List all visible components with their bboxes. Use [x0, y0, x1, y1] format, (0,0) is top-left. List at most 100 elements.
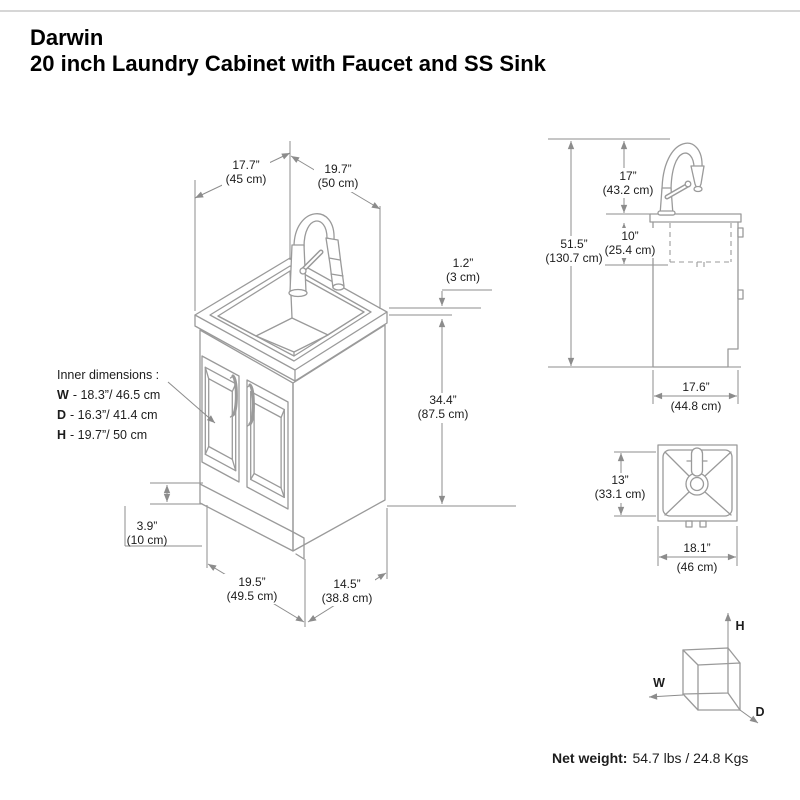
- sink-top-slope-lines: [664, 451, 732, 516]
- dim-counter-to-floor-cm: (87.5 cm): [418, 407, 469, 421]
- dim-sink-top-length-cm: (33.1 cm): [595, 487, 646, 501]
- sink-top-view-drawing: [614, 444, 738, 566]
- faucet-side-sprayer-tip: [693, 185, 703, 193]
- dim-total-height: 51.5” (130.7 cm): [545, 237, 602, 265]
- side-handle-bump-1: [737, 227, 744, 238]
- dim-faucet-height-cm: (43.2 cm): [603, 183, 654, 197]
- faucet-sprayer-tip: [332, 283, 345, 291]
- cube-front-face: [697, 662, 741, 711]
- inner-dimension-h: H- 19.7”/ 50 cm: [57, 428, 147, 442]
- cabinet-right-face: [292, 324, 386, 552]
- sink-basin-wall-edges: [217, 270, 365, 357]
- dim-width-top: 17.7” (45 cm): [226, 158, 267, 186]
- inner-dimension-d: D- 16.3”/ 41.4 cm: [57, 408, 158, 422]
- side-view-drawing: [548, 138, 744, 404]
- right-door-panel-outer: [250, 390, 285, 499]
- cabinet-isometric-drawing: [194, 257, 388, 560]
- dim-sink-top-length-in: 13”: [611, 473, 628, 487]
- dim-cabinet-depth-in: 17.6”: [682, 380, 709, 394]
- side-sink-hidden-outline: [669, 223, 732, 270]
- sink-top-faucet-stub: [690, 447, 704, 477]
- right-door-panel-inner: [253, 402, 282, 489]
- dim-total-height-cm: (130.7 cm): [545, 251, 602, 265]
- side-countertop: [649, 213, 742, 223]
- right-door-handle-feet: [246, 384, 251, 427]
- product-name: Darwin: [30, 25, 103, 50]
- faucet-side-base: [657, 210, 676, 216]
- dim-sink-top-length: 13” (33.1 cm): [595, 473, 646, 501]
- left-door-handle: [231, 374, 238, 417]
- dim-faucet-height-in: 17”: [619, 169, 636, 183]
- dim-sink-depth: 10” (25.4 cm): [605, 229, 656, 257]
- dim-counter-to-floor-in: 34.4”: [429, 393, 456, 407]
- left-door-panel-bevels: [204, 366, 237, 472]
- faucet-lever-knob: [299, 267, 307, 275]
- dim-cabinet-depth: 17.6” (44.8 cm): [671, 380, 722, 413]
- sink-top-outer: [657, 444, 738, 522]
- front-view-extension-lines: [124, 141, 516, 627]
- dim-bottom-width-cm: (49.5 cm): [227, 589, 278, 603]
- inner-dimensions-heading: Inner dimensions :: [57, 368, 159, 382]
- dim-depth-top-cm: (50 cm): [318, 176, 359, 190]
- label-knockouts: [222, 157, 658, 606]
- dim-cabinet-depth-cm: (44.8 cm): [671, 399, 722, 413]
- axis-h-label: H: [735, 619, 744, 633]
- cube-connectors: [682, 647, 741, 711]
- side-cabinet-body: [652, 221, 739, 368]
- sink-rim-outer: [209, 265, 372, 362]
- faucet-side-view: [657, 142, 705, 216]
- axis-d-label: D: [755, 705, 764, 719]
- dim-total-height-in: 51.5”: [560, 237, 587, 251]
- dim-sink-top-width-cm: (46 cm): [677, 560, 718, 574]
- right-door-handle: [248, 383, 255, 426]
- dim-width-top-cm: (45 cm): [226, 172, 267, 186]
- page-title: Darwin 20 inch Laundry Cabinet with Fauc…: [30, 25, 547, 76]
- dim-bottom-depth-cm: (38.8 cm): [322, 591, 373, 605]
- side-handle-bump-2: [737, 289, 744, 300]
- dim-bottom-depth-in: 14.5”: [333, 577, 360, 591]
- dim-depth-top-in: 19.7”: [324, 162, 351, 176]
- inner-dimensions-block: Inner dimensions : W- 18.3”/ 46.5 cm D- …: [57, 368, 160, 442]
- product-description: 20 inch Laundry Cabinet with Faucet and …: [30, 51, 547, 76]
- net-weight-label: Net weight:: [552, 750, 627, 766]
- left-door-frame: [201, 355, 240, 483]
- sink-top-clip-1: [685, 520, 693, 528]
- dim-counter-thickness: 1.2” (3 cm): [446, 256, 480, 284]
- dimension-lines: [163, 141, 737, 623]
- dimension-labels: 17.7” (45 cm) 19.7” (50 cm) 1.2” (3 cm) …: [127, 158, 722, 605]
- inner-dimensions-leader: [167, 381, 216, 424]
- net-weight: Net weight: 54.7 lbs / 24.8 Kgs: [552, 750, 748, 766]
- orientation-axis-cube: H W D: [648, 613, 765, 724]
- dim-width-top-in: 17.7”: [232, 158, 259, 172]
- sink-drain-inner: [689, 476, 705, 492]
- axis-w-arrow: [648, 693, 684, 700]
- axis-d-arrow: [739, 709, 759, 724]
- dim-faucet-height: 17” (43.2 cm): [603, 169, 654, 197]
- faucet-sprayer-head: [325, 237, 345, 289]
- dim-toe-kick: 3.9” (10 cm): [127, 519, 168, 547]
- dim-toe-kick-cm: (10 cm): [127, 533, 168, 547]
- dim-bottom-width: 19.5” (49.5 cm): [227, 575, 278, 603]
- dim-depth-top: 19.7” (50 cm): [318, 162, 359, 190]
- toe-kick-notch: [292, 531, 305, 560]
- dim-sink-depth-cm: (25.4 cm): [605, 243, 656, 257]
- axis-w-label: W: [653, 676, 665, 690]
- left-door-panel-inner: [208, 378, 233, 460]
- net-weight-value: 54.7 lbs / 24.8 Kgs: [632, 750, 748, 766]
- dim-toe-kick-in: 3.9”: [137, 519, 158, 533]
- toe-kick-line: [199, 483, 294, 533]
- faucet-side-lever-knob: [684, 180, 692, 188]
- right-door-frame: [246, 379, 289, 510]
- dim-counter-to-floor: 34.4” (87.5 cm): [418, 393, 469, 421]
- cube-back-face: [682, 647, 729, 695]
- dim-bottom-depth: 14.5” (38.8 cm): [322, 577, 373, 605]
- dim-counter-thickness-cm: (3 cm): [446, 270, 480, 284]
- dim-bottom-width-in: 19.5”: [238, 575, 265, 589]
- dim-sink-top-width: 18.1” (46 cm): [677, 541, 718, 574]
- inner-dimension-w: W- 18.3”/ 46.5 cm: [57, 388, 160, 402]
- faucet-base: [288, 288, 308, 298]
- dim-sink-top-width-in: 18.1”: [683, 541, 710, 555]
- faucet-isometric: [288, 213, 345, 298]
- sink-top-clip-2: [699, 520, 707, 528]
